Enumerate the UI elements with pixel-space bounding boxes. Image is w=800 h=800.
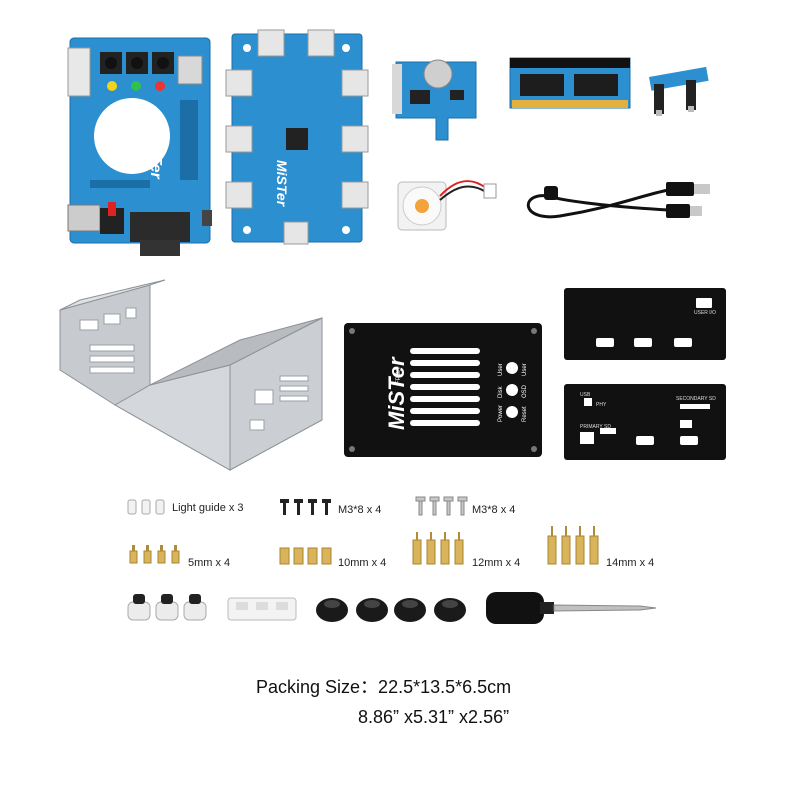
standoff-5mm-label: 5mm x 4 xyxy=(188,557,231,569)
standoff-14mm-label: 14mm x 4 xyxy=(606,557,655,569)
back-panel-2-port-label-1: PHY xyxy=(596,402,607,408)
packing-size: Packing Size：22.5*13.5*6.5cm xyxy=(256,677,512,697)
standoff-12mm-label: 12mm x 4 xyxy=(472,557,521,569)
black-screw-label: M3*8 x 4 xyxy=(338,504,382,516)
back-panel-2-port-label-0: USB xyxy=(580,392,591,398)
back-panel-1-port-label: USER I/O xyxy=(694,310,716,316)
back-panel-2-port-label-3: PRIMARY SD xyxy=(580,424,611,430)
packing-size-inches: 8.86” x5.31” x2.56” xyxy=(358,707,510,727)
silver-screw-label: M3*8 x 4 xyxy=(472,504,516,516)
back-panel-2-port-label-2: SECONDARY SD xyxy=(676,396,716,402)
light-guide-label: Light guide x 3 xyxy=(172,502,244,514)
standoff-10mm-label: 10mm x 4 xyxy=(338,557,387,569)
